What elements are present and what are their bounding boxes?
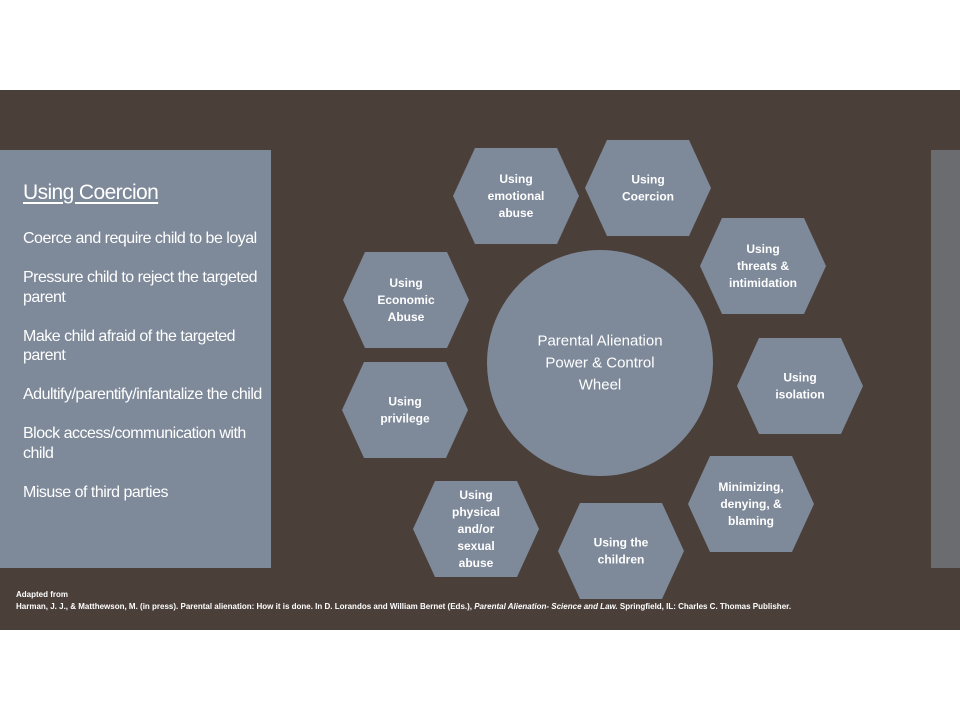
hexagon-shape <box>342 362 468 458</box>
right-edge-panel <box>931 150 960 568</box>
hexagon-shape <box>700 218 826 314</box>
list-item: Coerce and require child to be loyal <box>23 230 257 247</box>
hexagon-shape <box>737 338 863 434</box>
hexagon-shape <box>453 148 579 244</box>
list-item: Misuse of third parties <box>23 483 169 501</box>
list-item: Pressure child to reject the targeted pa… <box>23 269 258 306</box>
list-item: Make child afraid of the targeted parent <box>23 327 236 365</box>
citation-publisher: Springfield, IL: Charles C. Thomas Publi… <box>617 602 792 611</box>
citation: Adapted from Harman, J. J., & Matthewson… <box>16 589 791 613</box>
hexagon-shape <box>558 503 684 599</box>
citation-authors: Harman, J. J., & Matthewson, M. (in pres… <box>16 602 475 611</box>
hexagon-shape <box>688 456 814 552</box>
hexagon-shape <box>343 252 469 348</box>
citation-line-2: Harman, J. J., & Matthewson, M. (in pres… <box>16 601 791 613</box>
hexagon-shape <box>413 481 539 577</box>
hex-minimizing-denying-blaming: Minimizing,denying, &blaming <box>688 456 814 552</box>
panel-title: Using Coercion <box>23 181 159 204</box>
list-item: Adultify/parentify/infantalize the child <box>23 386 262 403</box>
list-item: Block access/communication with child <box>23 425 246 462</box>
citation-book-title: Parental Alienation- Science and Law. <box>474 602 618 611</box>
coercion-item-list: Coerce and require child to be loyal Pre… <box>23 229 263 522</box>
slide: Using Coercion Coerce and require child … <box>0 90 960 630</box>
hexagon-label: Minimizing,denying, &blaming <box>718 480 783 528</box>
citation-line-1: Adapted from <box>16 590 68 599</box>
hexagon-shape <box>585 140 711 236</box>
wheel-center-circle <box>487 250 713 476</box>
side-panel: Using Coercion Coerce and require child … <box>0 150 271 568</box>
